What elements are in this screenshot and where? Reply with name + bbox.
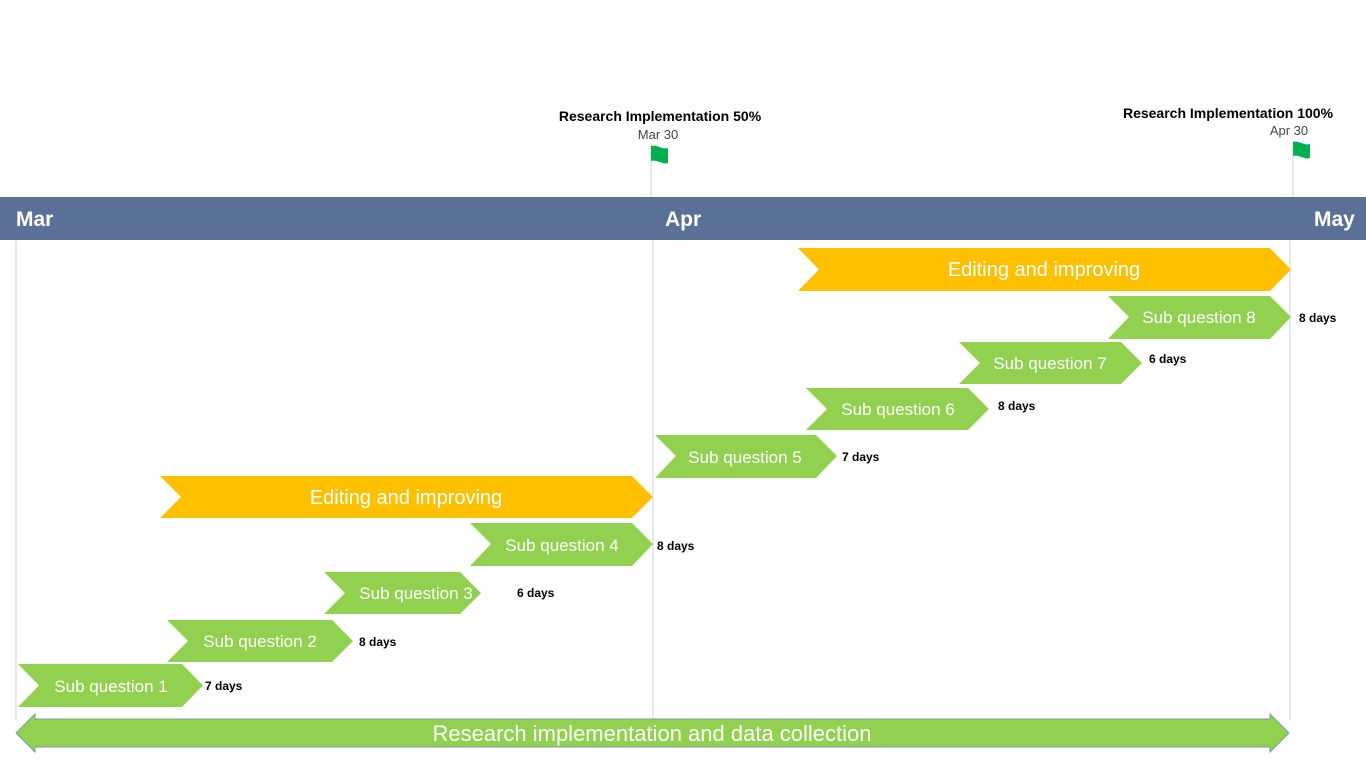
task-shape (959, 342, 1142, 384)
month-label-mar: Mar (16, 208, 53, 231)
task-duration: 8 days (1299, 311, 1337, 325)
task-bar[interactable]: Sub question 4 8 days (470, 523, 695, 566)
task-bar[interactable]: Sub question 6 8 days (806, 388, 1036, 430)
task-shape (470, 523, 653, 566)
flag-icon (651, 145, 668, 164)
task-shape (806, 388, 989, 430)
task-shape (324, 572, 481, 614)
task-duration: 6 days (517, 586, 555, 600)
milestone-date: Mar 30 (638, 127, 678, 142)
phase-bar[interactable]: Editing and improving (798, 248, 1291, 291)
task-shape (655, 435, 837, 478)
task-shape (167, 620, 353, 662)
task-shape (1108, 296, 1291, 339)
milestone-title: Research Implementation 50% (559, 108, 762, 124)
task-label: Sub question 3 (359, 584, 472, 603)
month-label-may: May (1314, 208, 1355, 231)
task-duration: 8 days (998, 399, 1036, 413)
phase-shape (798, 248, 1291, 291)
task-label: Sub question 4 (505, 536, 618, 555)
task-bar[interactable]: Sub question 5 7 days (655, 435, 880, 478)
task-bar[interactable]: Sub question 3 6 days (324, 572, 555, 614)
task-duration: 7 days (842, 450, 880, 464)
summary-bar[interactable]: Research implementation and data collect… (15, 712, 1290, 754)
task-duration: 6 days (1149, 352, 1187, 366)
task-label: Sub question 7 (993, 354, 1106, 373)
milestone-50[interactable]: Research Implementation 50% Mar 30 (559, 108, 762, 198)
task-label: Sub question 2 (203, 632, 316, 651)
summary-arrow-shape (15, 712, 1290, 754)
month-label-apr: Apr (665, 208, 701, 231)
phase-label: Editing and improving (948, 259, 1140, 281)
task-bar[interactable]: Sub question 8 8 days (1108, 296, 1337, 339)
task-duration: 8 days (359, 635, 397, 649)
task-label: Sub question 6 (841, 400, 954, 419)
phase-shape (160, 476, 653, 518)
summary-label: Research implementation and data collect… (432, 721, 871, 746)
task-label: Sub question 8 (1142, 308, 1255, 327)
divider-lines (15, 238, 1291, 720)
month-axis-band (0, 197, 1366, 240)
phase-label: Editing and improving (310, 487, 502, 509)
phase-bar[interactable]: Editing and improving (160, 476, 653, 518)
task-duration: 8 days (657, 539, 695, 553)
task-label: Sub question 5 (688, 448, 801, 467)
flag-icon (1293, 141, 1310, 159)
task-shape (18, 664, 203, 707)
milestone-100[interactable]: Research Implementation 100% Apr 30 (1123, 105, 1334, 198)
task-label: Sub question 1 (54, 677, 167, 696)
task-duration: 7 days (205, 679, 243, 693)
milestone-title: Research Implementation 100% (1123, 105, 1334, 121)
milestone-date: Apr 30 (1270, 123, 1308, 138)
task-bar[interactable]: Sub question 1 7 days (18, 664, 243, 707)
task-bar[interactable]: Sub question 7 6 days (959, 342, 1187, 384)
task-bar[interactable]: Sub question 2 8 days (167, 620, 397, 662)
